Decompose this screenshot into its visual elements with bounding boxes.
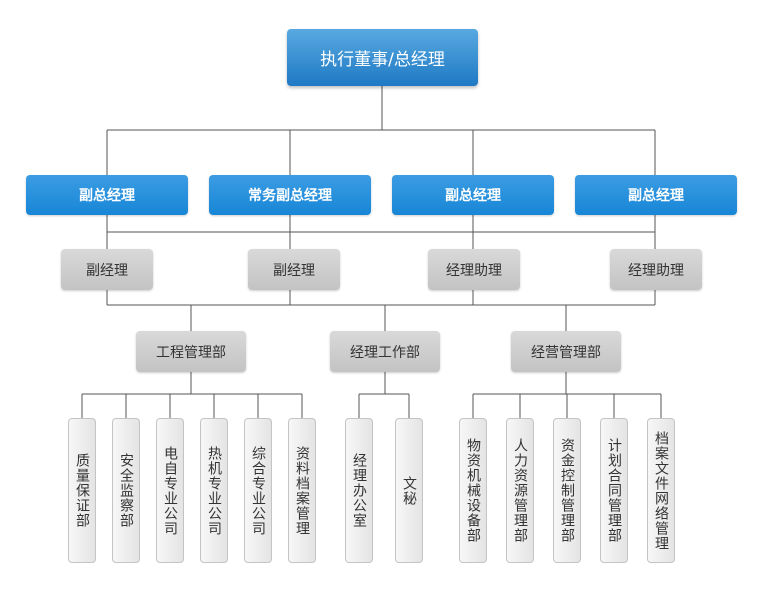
- executive-director-box: 执行董事/总经理: [287, 29, 478, 86]
- unit-manager-office: 经理办公室: [345, 418, 373, 563]
- unit-label: 计划合同管理部: [606, 438, 622, 543]
- unit-document-network: 档案文件网络管理: [647, 418, 675, 563]
- unit-label: 人力资源管理部: [512, 438, 528, 543]
- unit-quality-assurance: 质量保证部: [68, 418, 96, 563]
- deputy-manager-label-2: 副经理: [273, 262, 315, 279]
- manager-assistant-label-2: 经理助理: [628, 262, 684, 279]
- unit-general-company: 综合专业公司: [244, 418, 272, 563]
- unit-funds-control: 资金控制管理部: [553, 418, 581, 563]
- manager-assistant-box-1: 经理助理: [428, 249, 520, 290]
- engineering-dept-label: 工程管理部: [156, 344, 226, 361]
- unit-label: 文秘: [401, 475, 417, 506]
- deputy-manager-label-1: 副经理: [86, 262, 128, 279]
- unit-archive-management: 资料档案管理: [288, 418, 316, 563]
- vice-gm-box-2: 副总经理: [392, 175, 554, 215]
- vice-gm-box-1: 副总经理: [26, 175, 188, 215]
- unit-materials-equipment: 物资机械设备部: [459, 418, 487, 563]
- unit-label: 物资机械设备部: [465, 438, 481, 543]
- unit-contract-planning: 计划合同管理部: [600, 418, 628, 563]
- operations-dept-label: 经营管理部: [531, 344, 601, 361]
- vice-gm-label-1: 副总经理: [79, 188, 135, 204]
- unit-label: 热机专业公司: [206, 445, 222, 536]
- unit-human-resources: 人力资源管理部: [506, 418, 534, 563]
- deputy-manager-box-2: 副经理: [248, 249, 340, 290]
- unit-electrical-company: 电自专业公司: [156, 418, 184, 563]
- operations-dept-box: 经营管理部: [511, 331, 621, 372]
- unit-label: 资料档案管理: [294, 445, 310, 536]
- unit-label: 安全监察部: [118, 453, 134, 528]
- manager-work-dept-label: 经理工作部: [350, 344, 420, 361]
- manager-assistant-label-1: 经理助理: [446, 262, 502, 279]
- vice-gm-box-3: 副总经理: [575, 175, 737, 215]
- unit-label: 质量保证部: [74, 453, 90, 528]
- executive-director-label: 执行董事/总经理: [320, 50, 445, 70]
- unit-label: 资金控制管理部: [559, 438, 575, 543]
- engineering-dept-box: 工程管理部: [136, 331, 246, 372]
- deputy-manager-box-1: 副经理: [61, 249, 153, 290]
- unit-label: 经理办公室: [351, 453, 367, 528]
- unit-thermal-company: 热机专业公司: [200, 418, 228, 563]
- unit-label: 档案文件网络管理: [653, 430, 669, 551]
- vice-gm-label-2: 副总经理: [445, 188, 501, 204]
- manager-work-dept-box: 经理工作部: [330, 331, 440, 372]
- vice-gm-label-3: 副总经理: [628, 188, 684, 204]
- executive-vice-gm-box: 常务副总经理: [209, 175, 371, 215]
- unit-safety-supervision: 安全监察部: [112, 418, 140, 563]
- manager-assistant-box-2: 经理助理: [610, 249, 702, 290]
- unit-label: 综合专业公司: [250, 445, 266, 536]
- unit-secretary: 文秘: [395, 418, 423, 563]
- unit-label: 电自专业公司: [162, 445, 178, 536]
- executive-vice-gm-label: 常务副总经理: [248, 188, 332, 204]
